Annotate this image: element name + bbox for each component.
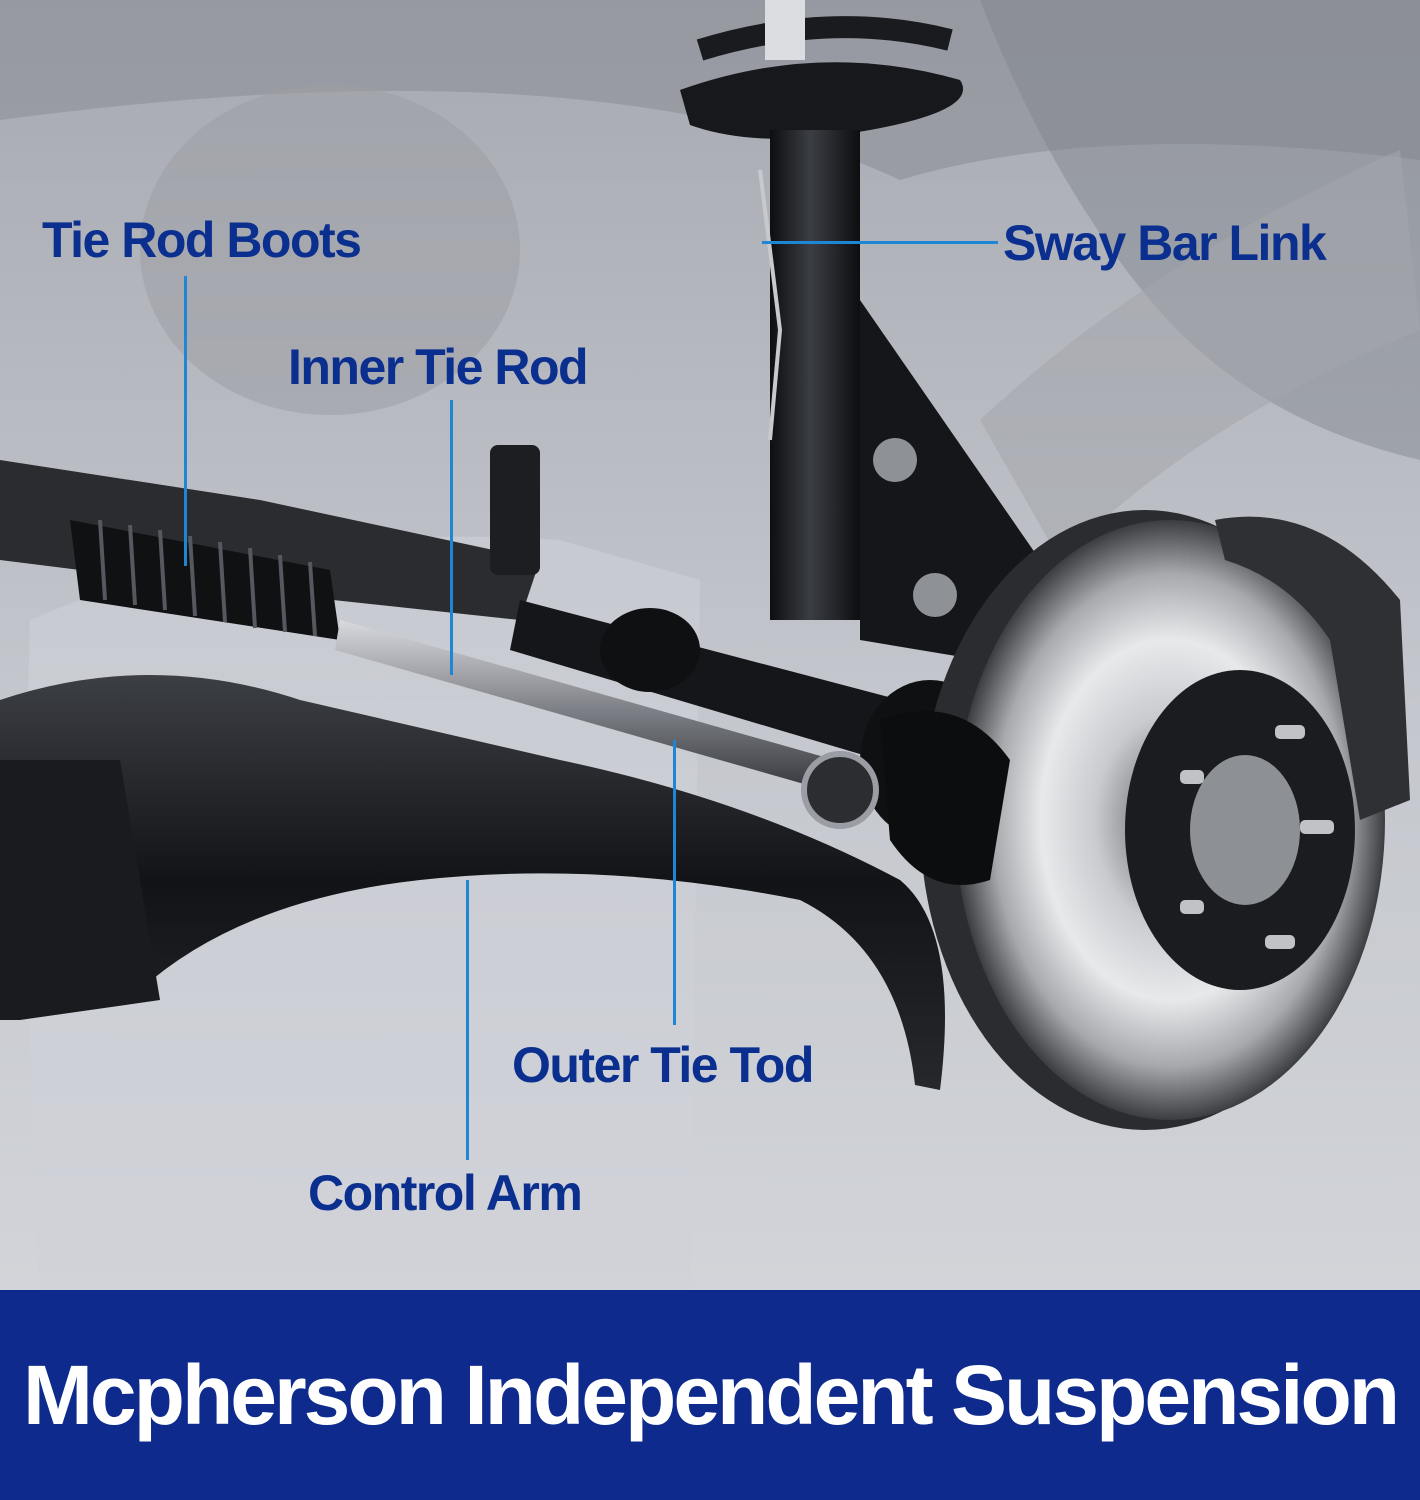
control-arm-leader [466, 880, 469, 1160]
cv-boot-shape [880, 711, 1010, 885]
tie-rod-shape [335, 620, 870, 800]
brake-rotor-shape [920, 510, 1385, 1130]
label-outer-tie-rod: Outer Tie Tod [512, 1037, 814, 1093]
wheel-stud-shape [1180, 725, 1334, 949]
strut-assembly-shape [680, 0, 1040, 660]
tie-rod-end-shape [801, 751, 879, 829]
label-inner-tie-rod: Inner Tie Rod [288, 339, 589, 395]
steering-rack-shape [0, 460, 540, 620]
mechanic-arm [980, 150, 1420, 560]
label-tie-rod-boots: Tie Rod Boots [42, 212, 362, 268]
brake-caliper-shape [1215, 516, 1410, 820]
sway-bar-link-leader [762, 241, 998, 244]
tie-rod-boots-leader [184, 276, 187, 566]
control-arm-shape [0, 675, 945, 1090]
banner-title: Mcpherson Independent Suspension [22, 1348, 1400, 1442]
inner-tie-rod-leader [450, 400, 453, 675]
title-banner: Mcpherson Independent Suspension [0, 1290, 1420, 1500]
outer-tie-rod-leader [673, 740, 676, 1025]
mechanic-head [140, 85, 520, 415]
subframe-shape [0, 760, 160, 1020]
rack-bracket-shape [490, 445, 540, 575]
label-sway-bar-link: Sway Bar Link [1003, 215, 1327, 271]
tie-rod-boot-shape [70, 519, 340, 640]
label-control-arm: Control Arm [308, 1165, 583, 1221]
suspension-illustration [0, 0, 1420, 1290]
